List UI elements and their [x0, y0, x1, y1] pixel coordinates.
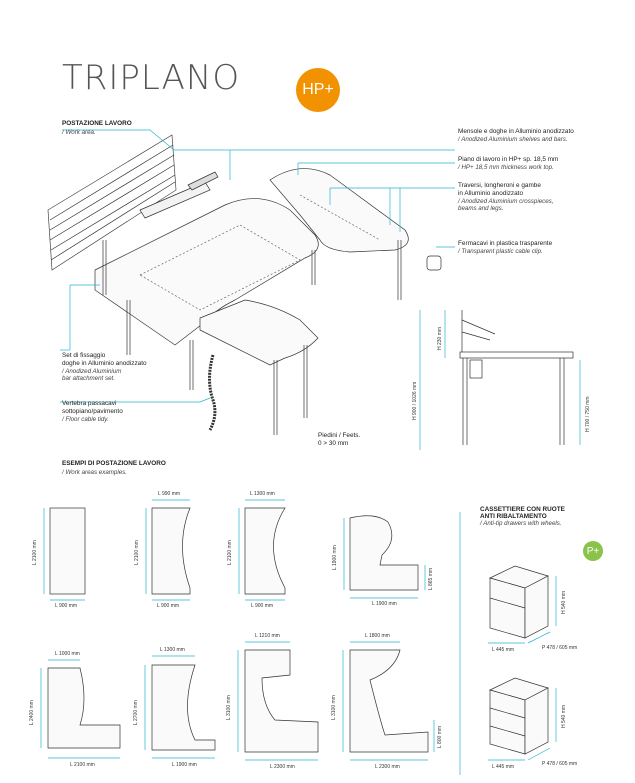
drawers-heading-block: CASSETTIERE CON RUOTE ANTI RIBALTAMENTO … [480, 506, 565, 527]
ex3-top: L 1300 mm [250, 491, 275, 497]
hp-plus-badge: HP+ [296, 68, 340, 112]
drawer2-depth: P 478 / 605 mm [542, 761, 578, 767]
ex3-width: L 900 mm [251, 603, 274, 609]
ex4-width: L 1900 mm [372, 601, 397, 607]
ex6-top: L 1300 mm [160, 647, 185, 653]
ex1-length: L 2100 mm [32, 540, 38, 565]
ex7-length: L 3100 mm [226, 695, 232, 720]
ex3-length: L 2100 mm [227, 540, 233, 565]
callout-cable-clip: Fermacavi in plastica trasparente / Tran… [458, 240, 553, 255]
ex8-length2: L 800 mm [437, 725, 443, 748]
examples-subheading: / Work areas examples. [62, 469, 127, 476]
ex5-length: L 2400 mm [29, 700, 35, 725]
drawer2-width: L 445 mm [492, 764, 515, 770]
ex1-width: L 900 mm [55, 603, 78, 609]
dim-desk-height: H 700 / 750 mm [585, 396, 591, 432]
dim-shelf-height: H 230 mm [437, 326, 443, 350]
drawers-subheading: / Anti-tip drawers with wheels. [480, 520, 562, 527]
drawer2-height: H 540 mm [561, 704, 567, 728]
callout-attachment-set: Set di fissaggio doghe in Alluminio anod… [62, 352, 147, 382]
ex7-top: L 1210 mm [255, 633, 280, 639]
dim-total-height: H 900 / 1026 mm [412, 381, 418, 420]
ex5-width: L 2100 mm [70, 762, 95, 768]
aluminium-panel [47, 134, 177, 271]
page-title: TRIPLANO [62, 58, 241, 98]
ex8-width: L 2300 mm [375, 764, 400, 770]
ex2-length: L 2100 mm [134, 540, 140, 565]
drawer1-depth: P 478 / 605 mm [542, 645, 578, 651]
ex8-top: L 1800 mm [365, 633, 390, 639]
p-plus-badge: P+ [583, 541, 603, 561]
ex6-length: L 2700 mm [133, 700, 139, 725]
drawer1-height: H 540 mm [561, 590, 567, 614]
ex4-length2: L 865 mm [428, 567, 434, 590]
ex2-width: L 900 mm [157, 603, 180, 609]
workstation-heading: POSTAZIONE LAVORO [62, 120, 132, 127]
callout-shelves: Mensole e doghe in Alluminio anodizzato … [458, 128, 574, 143]
ex6-width: L 1900 mm [172, 762, 197, 768]
ex4-length: L 1900 mm [332, 545, 338, 570]
ex5-top: L 1000 mm [55, 651, 80, 657]
workstation-subheading: / Work area. [62, 129, 96, 136]
examples-heading: ESEMPI DI POSTAZIONE LAVORO [62, 460, 166, 467]
drawers-heading: CASSETTIERE CON RUOTE [480, 506, 565, 513]
drawer1-width: L 445 mm [492, 647, 515, 653]
drawers-heading2: ANTI RIBALTAMENTO [480, 513, 547, 520]
callout-worktop: Piano di lavoro in HP+ sp. 18,5 mm / HP+… [458, 156, 559, 171]
callout-cable-tidy: Vertebra passacavi sottopiano/pavimento … [62, 400, 123, 423]
ex2-top: L 990 mm [158, 491, 181, 497]
callout-feet: Piedini / Feets. 0 > 30 mm [318, 432, 361, 447]
ex8-length: L 3100 mm [331, 695, 337, 720]
callout-frame: Traversi, longheroni e gambe in Allumini… [458, 182, 554, 212]
ex7-width: L 2300 mm [270, 764, 295, 770]
